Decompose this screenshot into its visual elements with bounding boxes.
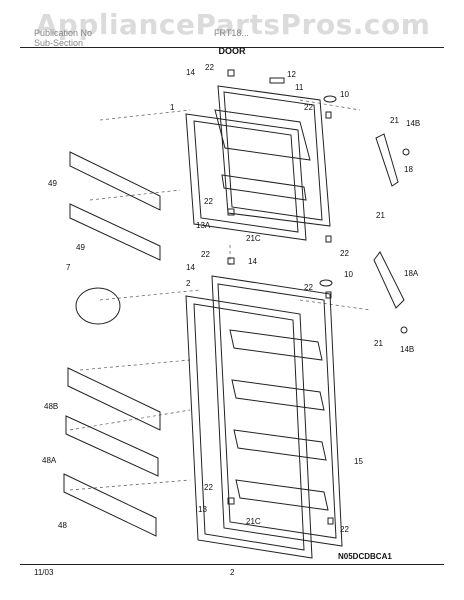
callout-21Ca: 21C [246, 234, 261, 243]
callout-18A: 18A [404, 269, 419, 278]
callouts: 14 22 12 11 1 22 10 21 14B 18 49 22 13A … [42, 63, 420, 534]
callout-22f: 22 [304, 283, 313, 292]
callout-22b: 22 [304, 103, 313, 112]
fresh-food-gasket [185, 295, 313, 559]
callout-11: 11 [295, 83, 304, 92]
lower-hinge [373, 251, 405, 309]
callout-48A: 48A [42, 456, 57, 465]
callout-1: 1 [170, 103, 175, 112]
callout-13A: 13A [196, 221, 211, 230]
callout-21a: 21 [390, 116, 399, 125]
callout-22d: 22 [340, 249, 349, 258]
callout-48B: 48B [44, 402, 58, 411]
callout-48: 48 [58, 521, 67, 530]
footer-date: 11/03 [34, 568, 54, 577]
callout-2: 2 [186, 279, 191, 288]
upper-hinge [375, 133, 399, 187]
dairy-door [75, 287, 121, 325]
callout-7: 7 [66, 263, 71, 272]
callout-22a: 22 [205, 63, 214, 72]
callout-14b: 14 [248, 257, 257, 266]
callout-21c: 21 [374, 339, 383, 348]
freezer-gasket [185, 113, 307, 241]
callout-12: 12 [287, 70, 296, 79]
callout-15: 15 [354, 457, 363, 466]
watermark: AppliancePartsPros.com [35, 8, 431, 41]
header-model: FRT18... [214, 28, 249, 38]
callout-49a: 49 [48, 179, 57, 188]
callout-14a: 14 [186, 68, 195, 77]
callout-22c: 22 [204, 197, 213, 206]
callout-22g: 22 [204, 483, 213, 492]
header-rule [20, 47, 444, 48]
footer-rule [20, 564, 444, 565]
callout-14B: 14B [406, 119, 420, 128]
footer-page: 2 [230, 568, 235, 577]
hardware [227, 69, 410, 525]
header-line2: Sub-Section [34, 38, 84, 48]
callout-18: 18 [404, 165, 413, 174]
callout-22e: 22 [201, 250, 210, 259]
callout-21Cb: 21C [246, 517, 261, 526]
callout-14Bb: 14B [400, 345, 414, 354]
callout-13: 13 [198, 505, 207, 514]
page-title: DOOR [218, 46, 246, 56]
callout-22h: 22 [340, 525, 349, 534]
fresh-food-shelves [63, 367, 161, 537]
callout-14c: 14 [186, 263, 195, 272]
freezer-door [214, 85, 331, 227]
callout-10b: 10 [344, 270, 353, 279]
header-line1: Publication No [34, 28, 93, 38]
callout-10a: 10 [340, 90, 349, 99]
freezer-shelves [69, 151, 161, 261]
fresh-food-door [211, 275, 343, 547]
callout-21b: 21 [376, 211, 385, 220]
footer-code: N05DCDBCA1 [338, 552, 392, 561]
callout-49b: 49 [76, 243, 85, 252]
